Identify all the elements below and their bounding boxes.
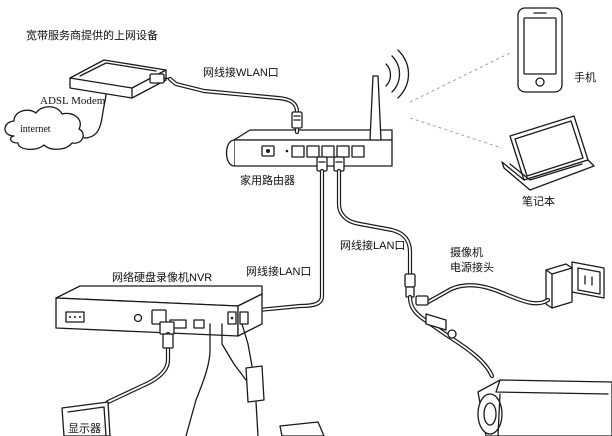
camera-power-adapter xyxy=(415,261,605,309)
camera-junction xyxy=(425,313,457,339)
ip-camera xyxy=(477,379,612,436)
label-home-router: 家用路由器 xyxy=(240,175,295,187)
label-adsl-modem: ADSL Modem xyxy=(40,95,106,107)
nvr-cables xyxy=(105,323,265,436)
label-nvr: 网络硬盘录像机NVR xyxy=(112,272,213,284)
label-monitor: 显示器 xyxy=(68,423,101,435)
label-internet: internet xyxy=(20,124,51,135)
power-strip xyxy=(279,421,325,436)
cable-modem-router xyxy=(167,76,303,135)
label-camera-power-line1: 摄像机 xyxy=(450,247,483,259)
internet-cloud xyxy=(4,106,84,150)
label-broadband-device: 宽带服务商提供的上网设备 xyxy=(26,30,158,42)
label-laptop: 笔记本 xyxy=(522,196,555,208)
label-cable-lan-nvr: 网线接LAN口 xyxy=(246,266,312,278)
phone xyxy=(517,7,563,93)
label-phone: 手机 xyxy=(574,72,596,84)
home-router xyxy=(225,49,410,167)
label-camera-power-line2: 电源接头 xyxy=(450,262,494,274)
laptop xyxy=(501,115,595,191)
nvr-recorder xyxy=(55,285,263,337)
label-cable-lan-camera: 网线接LAN口 xyxy=(340,240,406,252)
wireless-link-laptop xyxy=(409,117,503,149)
wireless-link-phone xyxy=(409,51,513,103)
monitor xyxy=(61,401,111,436)
adsl-modem xyxy=(69,59,171,99)
label-cable-wlan: 网线接WLAN口 xyxy=(203,67,279,79)
